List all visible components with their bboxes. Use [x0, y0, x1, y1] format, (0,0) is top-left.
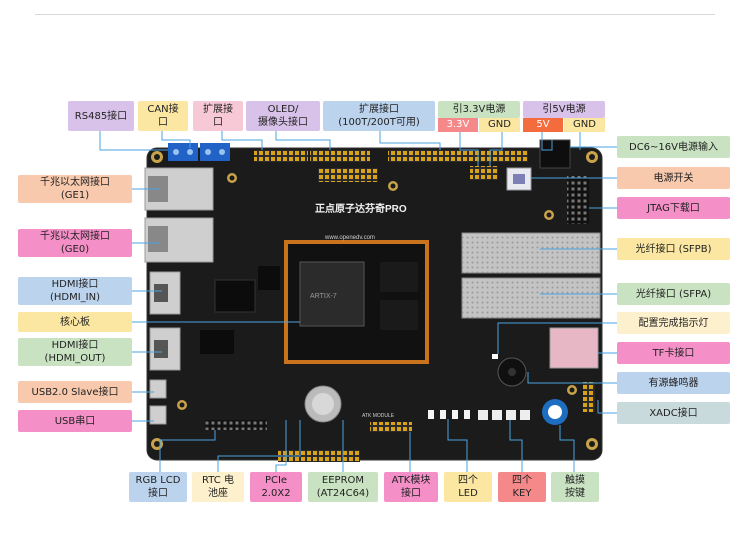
tag-gnd1: GND — [479, 118, 520, 132]
label-eeprom: EEPROM (AT24C64) — [308, 472, 378, 502]
tag-3v3: 3.3V — [438, 118, 478, 132]
label-config-led: 配置完成指示灯 — [617, 312, 730, 334]
label-ext2: 扩展接口 (100T/200T可用) — [323, 101, 435, 131]
can-terminal — [200, 143, 230, 161]
label-rgb-lcd: RGB LCD 接口 — [129, 472, 187, 502]
atk-module-header — [370, 422, 412, 432]
label-buzzer: 有源蜂鸣器 — [617, 372, 730, 394]
label-dc-input: DC6~16V电源输入 — [617, 136, 730, 158]
label-atk: ATK模块 接口 — [384, 472, 438, 502]
config-led — [492, 354, 498, 359]
atk-module-text: ATK MODULE — [362, 413, 395, 419]
label-rtc: RTC 电 池座 — [192, 472, 244, 502]
label-power-3v3: 引3.3V电源 — [438, 101, 520, 118]
pwr-header — [470, 166, 498, 180]
rs485-terminal — [168, 143, 198, 161]
label-power-switch: 电源开关 — [617, 167, 730, 189]
usb-slave-connector — [150, 380, 166, 398]
label-core-board: 核心板 — [18, 312, 132, 332]
ext-header-1 — [254, 150, 308, 162]
label-hdmi-in: HDMI接口 (HDMI_IN) — [18, 277, 132, 305]
label-four-led: 四个 LED — [444, 472, 492, 502]
jtag-header — [567, 176, 589, 224]
label-hdmi-out: HDMI接口 (HDMI_OUT) — [18, 338, 132, 366]
label-oled: OLED/ 摄像头接口 — [246, 101, 320, 131]
chip-marking: ARTIX-7 — [310, 293, 337, 300]
label-usb-uart: USB串口 — [18, 410, 132, 432]
eth-phy-chip — [215, 280, 255, 312]
rgb-lcd-connector — [205, 420, 267, 430]
label-power-5v: 引5V电源 — [523, 101, 605, 118]
label-ge1: 千兆以太网接口 (GE1) — [18, 175, 132, 203]
tag-5v: 5V — [523, 118, 563, 132]
label-ge0: 千兆以太网接口 (GE0) — [18, 229, 132, 257]
sfpb-cage — [462, 233, 600, 273]
board-website: www.openedv.com — [324, 235, 375, 241]
label-tf-card: TF卡接口 — [617, 342, 730, 364]
label-can: CAN接 口 — [138, 101, 188, 131]
label-xadc: XADC接口 — [617, 402, 730, 424]
tag-gnd2: GND — [564, 118, 605, 132]
tf-card-slot — [550, 328, 598, 368]
label-usb-slave: USB2.0 Slave接口 — [18, 381, 132, 403]
label-ext1: 扩展接 口 — [193, 101, 243, 131]
label-sfpb: 光纤接口 (SFPB) — [617, 238, 730, 260]
oled-header — [310, 150, 370, 162]
xadc-header — [583, 382, 595, 412]
dc-jack — [540, 140, 570, 168]
label-jtag: JTAG下载口 — [617, 197, 730, 219]
label-sfpa: 光纤接口 (SFPA) — [617, 283, 730, 305]
label-touch-key: 触摸 按键 — [551, 472, 599, 502]
label-rs485: RS485接口 — [68, 101, 134, 131]
oled-header-2 — [318, 168, 378, 182]
board-brand: 正点原子达芬奇PRO — [315, 202, 407, 215]
label-pcie: PCIe 2.0X2 — [250, 472, 302, 502]
label-four-key: 四个 KEY — [498, 472, 546, 502]
sfpa-cage — [462, 278, 600, 318]
ext-header-2 — [388, 150, 528, 162]
